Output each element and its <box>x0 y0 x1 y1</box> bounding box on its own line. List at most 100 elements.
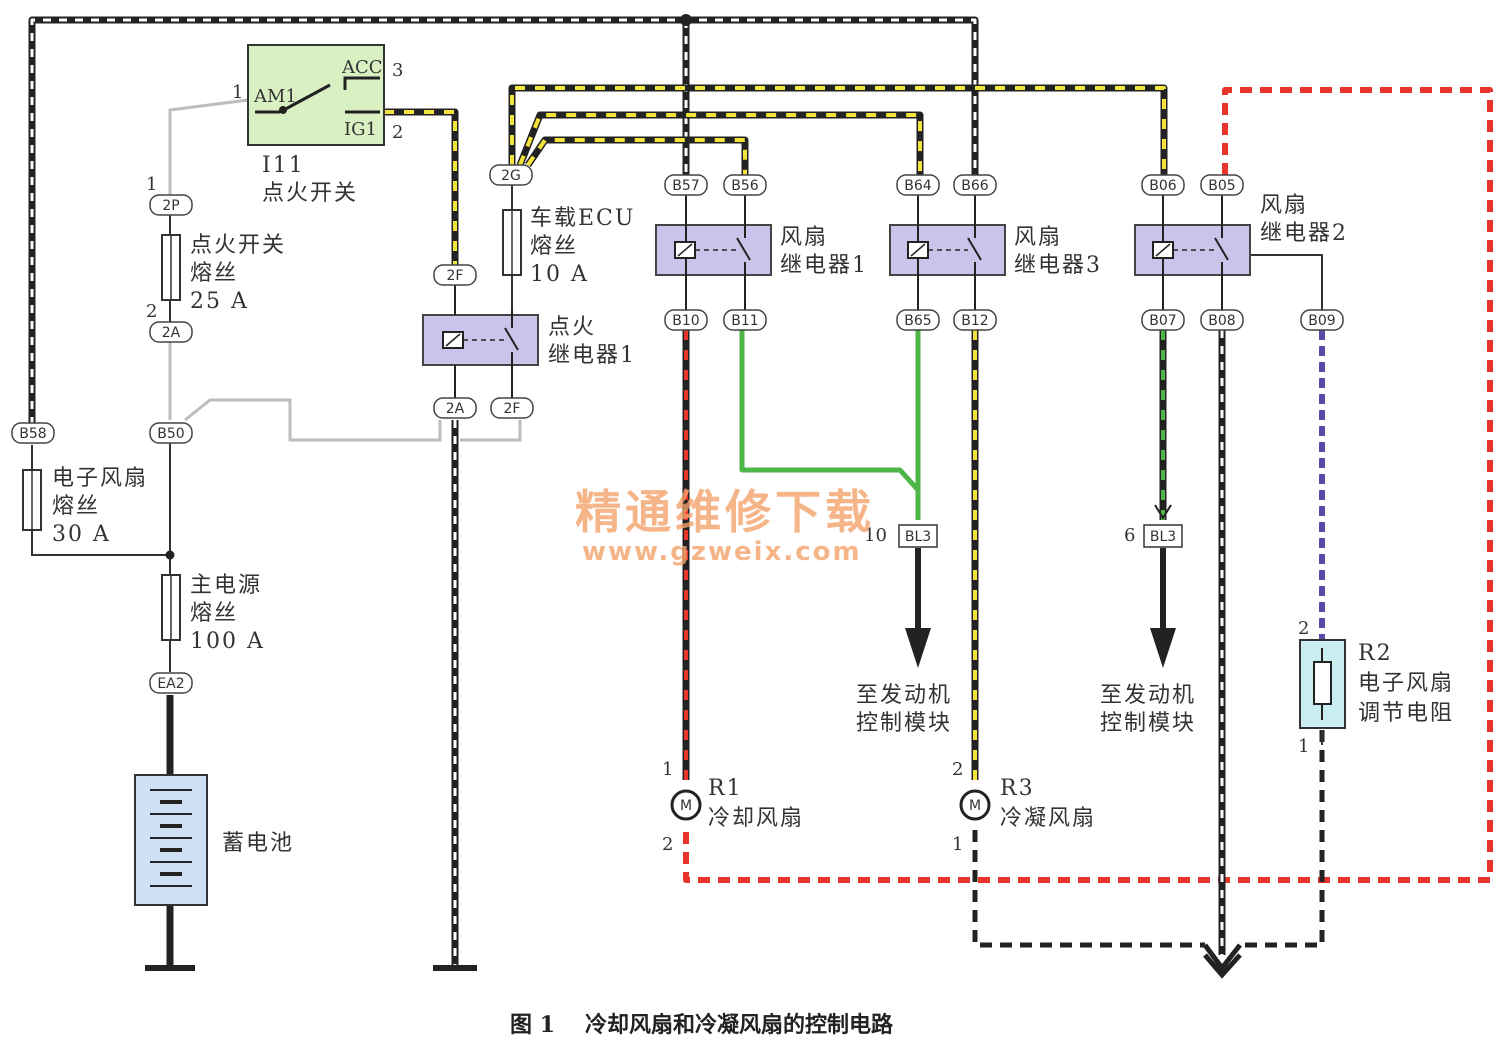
ignition-acc-label: ACC <box>341 57 383 78</box>
resistor-icon <box>1313 661 1332 705</box>
svg-text:B65: B65 <box>904 313 931 329</box>
fuse-ecu: 车载ECU 熔丝 10 A <box>502 206 633 287</box>
fan-resistor-pin1: 1 <box>1298 736 1309 757</box>
fuse-efan: 电子风扇 熔丝 30 A <box>22 466 146 547</box>
ground-symbols <box>145 943 1242 979</box>
connector-2a-top: 2A <box>149 321 193 343</box>
connector-b10: B10 <box>664 309 708 331</box>
fuse-efan-rating: 30 A <box>52 522 111 547</box>
ignition-am1-label: AM1 <box>253 86 297 107</box>
ecm-2-line2: 控制模块 <box>1100 711 1196 736</box>
svg-text:B58: B58 <box>19 426 46 442</box>
svg-text:2A: 2A <box>162 325 181 341</box>
connector-b50: B50 <box>149 422 193 444</box>
condenser-fan-name: 冷凝风扇 <box>1000 806 1096 831</box>
ecm-1-conn: BL3 <box>905 529 931 545</box>
ignition-switch: AM1 ACC IG1 1 3 2 I11 点火开关 <box>232 44 403 206</box>
svg-text:B06: B06 <box>1149 178 1177 194</box>
ignition-switch-code: I11 <box>262 153 305 178</box>
fuse-ignition-line1: 点火开关 <box>190 233 286 258</box>
condenser-fan-code: R3 <box>1000 776 1035 801</box>
connector-b11: B11 <box>723 309 767 331</box>
connector-b07: B07 <box>1141 309 1185 331</box>
ignition-ig1-label: IG1 <box>344 119 377 140</box>
svg-text:EA2: EA2 <box>157 676 184 692</box>
cooling-fan-pin1: 1 <box>662 759 673 780</box>
ecm-2-pin: 6 <box>1124 525 1135 546</box>
ignition-pin2: 2 <box>392 122 403 143</box>
connector-b05: B05 <box>1200 174 1244 196</box>
condenser-fan-pin1: 2 <box>952 759 963 780</box>
watermark: 精通维修下载 www.gzweix.com <box>575 485 875 567</box>
svg-text:2G: 2G <box>501 168 521 184</box>
ground-fans-icon <box>1202 943 1242 979</box>
motor-icon <box>670 789 702 821</box>
fan-relay-3-line1: 风扇 <box>1014 225 1062 250</box>
ecm-2-line1: 至发动机 <box>1100 683 1196 708</box>
connector-2f-bottom: 2F <box>490 397 534 419</box>
fuse-ignition-rating: 25 A <box>190 289 249 314</box>
wire-black-white-top <box>28 14 979 425</box>
fan-relay-3-line2: 继电器3 <box>1014 253 1102 278</box>
wire-green <box>739 330 1167 520</box>
fan-relay-2: 风扇 继电器2 <box>1134 193 1348 310</box>
battery: 蓄电池 <box>134 774 292 906</box>
ecm-2-conn: BL3 <box>1150 529 1176 545</box>
svg-text:B10: B10 <box>672 313 699 329</box>
connector-2a-bottom: 2A <box>433 397 477 419</box>
wires <box>28 14 1493 965</box>
fuse-ignition-pin2: 2 <box>146 301 157 322</box>
connector-b65: B65 <box>896 309 940 331</box>
fan-relay-3: 风扇 继电器3 <box>889 195 1102 310</box>
ecm-1-line2: 控制模块 <box>856 711 952 736</box>
caption-figure-number: 图 1 <box>510 1012 555 1038</box>
svg-text:M: M <box>680 798 692 814</box>
svg-text:B64: B64 <box>904 178 932 194</box>
cooling-fan-code: R1 <box>708 776 743 801</box>
cooling-fan-motor: M 1 2 R1 冷却风扇 <box>662 759 802 855</box>
fuse-main-line2: 熔丝 <box>190 601 238 626</box>
connector-b64: B64 <box>896 174 940 196</box>
fan-resistor-line2: 调节电阻 <box>1358 701 1454 726</box>
figure-caption: 图 1 冷却风扇和冷凝风扇的控制电路 <box>510 1012 894 1038</box>
svg-text:B08: B08 <box>1208 313 1235 329</box>
connector-b58: B58 <box>11 422 55 444</box>
fan-relay-2-line2: 继电器2 <box>1260 221 1348 246</box>
svg-text:B56: B56 <box>731 178 759 194</box>
connector-b12: B12 <box>953 309 997 331</box>
svg-text:B07: B07 <box>1149 313 1176 329</box>
fuse-ecu-line2: 熔丝 <box>530 234 578 259</box>
ignition-relay-1: 点火 继电器1 <box>422 285 634 398</box>
cooling-fan-pin2: 2 <box>662 834 673 855</box>
wire-red-loop <box>683 87 1493 883</box>
connector-2g: 2G <box>489 164 533 186</box>
fan-resistor-pin2: 2 <box>1298 618 1309 639</box>
svg-text:M: M <box>969 798 981 814</box>
fan-relay-2-line1: 风扇 <box>1260 193 1308 218</box>
ecm-arrows <box>905 504 1176 668</box>
connector-b66: B66 <box>953 174 997 196</box>
condenser-fan-pin2: 1 <box>952 834 963 855</box>
fuse-ignition: 1 2 点火开关 熔丝 25 A <box>146 174 286 322</box>
fan-relay-1: 风扇 继电器1 <box>655 195 866 310</box>
connector-2f-top: 2F <box>433 264 477 286</box>
svg-text:B12: B12 <box>961 313 988 329</box>
svg-text:B09: B09 <box>1308 313 1335 329</box>
connector-b56: B56 <box>723 174 767 196</box>
watermark-line2: www.gzweix.com <box>582 537 862 567</box>
fuse-ignition-pin1: 1 <box>146 174 157 195</box>
svg-text:B66: B66 <box>961 178 989 194</box>
junction-dot <box>165 550 175 560</box>
connector-b06: B06 <box>1141 174 1185 196</box>
svg-text:2F: 2F <box>504 401 521 417</box>
fan-relay-1-line1: 风扇 <box>780 225 828 250</box>
ecm-1-line1: 至发动机 <box>856 683 952 708</box>
fuse-ecu-rating: 10 A <box>530 262 589 287</box>
fan-resistor: 2 1 R2 电子风扇 调节电阻 <box>1298 618 1454 757</box>
connector-tags: B58 B50 EA2 2P 2A 2G 2F 2A 2F B57 B56 B1… <box>11 164 1344 694</box>
fuse-efan-line2: 熔丝 <box>52 494 100 519</box>
wire-gray-ignition <box>168 98 522 442</box>
ignition-switch-name: 点火开关 <box>262 181 358 206</box>
watermark-line1: 精通维修下载 <box>575 485 875 539</box>
